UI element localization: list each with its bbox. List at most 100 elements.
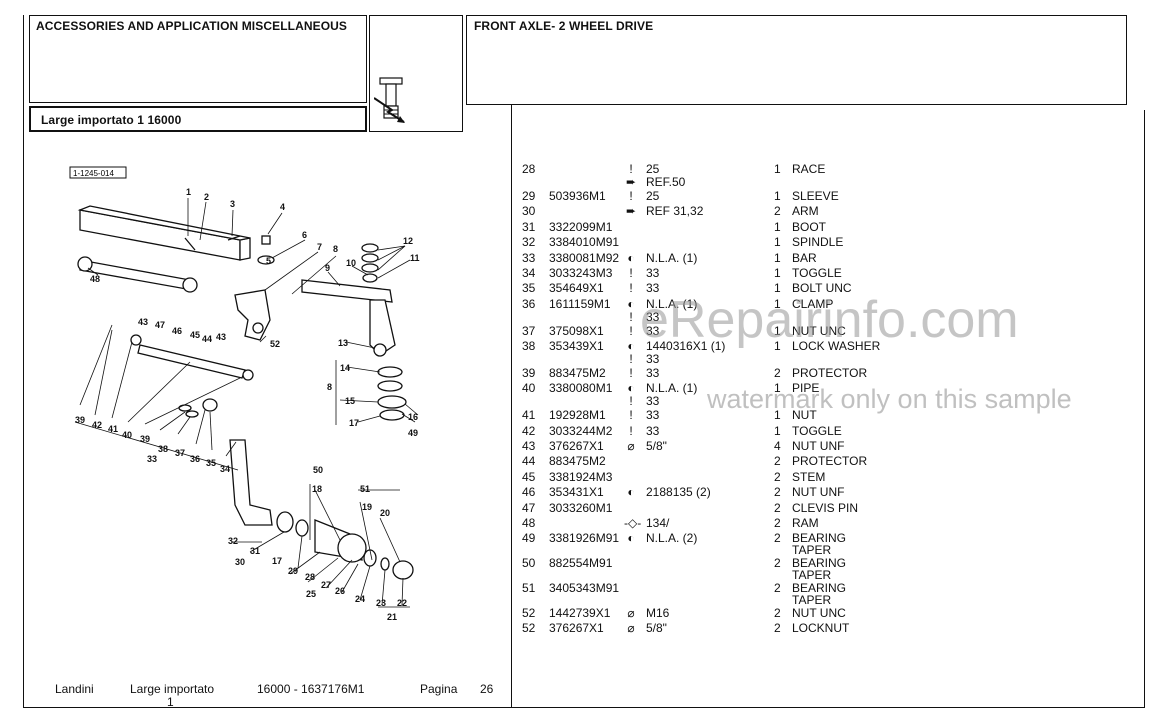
part-marker: ⌀ [627, 439, 635, 453]
part-note: 5/8" [646, 621, 667, 635]
svg-text:44: 44 [202, 334, 212, 344]
part-note: 2188135 (2) [646, 485, 711, 499]
part-number: 503936M1 [549, 189, 606, 203]
part-description: SPINDLE [792, 235, 844, 249]
svg-text:7: 7 [317, 242, 322, 252]
part-marker: ! [629, 189, 633, 203]
part-quantity: 1 [774, 339, 781, 353]
svg-text:33: 33 [147, 454, 157, 464]
part-index: 39 [522, 366, 536, 380]
part-index: 49 [522, 531, 536, 545]
part-quantity: 1 [774, 324, 781, 338]
svg-text:17: 17 [349, 418, 359, 428]
part-index: 42 [522, 424, 536, 438]
part-number: 376267X1 [549, 621, 604, 635]
part-note: 33 [646, 281, 660, 295]
svg-text:9: 9 [325, 263, 330, 273]
part-note: 5/8" [646, 439, 667, 453]
part-note: 33 [646, 394, 660, 408]
part-description: BEARING [792, 531, 847, 545]
svg-text:35: 35 [206, 458, 216, 468]
svg-text:36: 36 [190, 454, 200, 464]
svg-text:40: 40 [122, 430, 132, 440]
part-quantity: 2 [774, 366, 781, 380]
section-title: ACCESSORIES AND APPLICATION MISCELLANEOU… [36, 19, 348, 33]
svg-text:27: 27 [321, 580, 331, 590]
model-box: Large importato 1 16000 [29, 106, 367, 132]
part-quantity: 1 [774, 220, 781, 234]
svg-text:24: 24 [355, 594, 365, 604]
part-description: PIPE [792, 381, 820, 395]
part-description: CLAMP [792, 297, 834, 311]
part-marker: ! [629, 162, 633, 176]
part-marker: ! [629, 324, 633, 338]
svg-text:18: 18 [312, 484, 322, 494]
part-description: RAM [792, 516, 819, 530]
watermark-site: eRepairinfo.com [640, 291, 1019, 349]
svg-text:3: 3 [230, 199, 235, 209]
part-index: 37 [522, 324, 536, 338]
part-quantity: 1 [774, 424, 781, 438]
part-description: NUT UNF [792, 485, 845, 499]
svg-text:32: 32 [228, 536, 238, 546]
part-marker: ! [629, 266, 633, 280]
svg-text:43: 43 [138, 317, 148, 327]
svg-text:43: 43 [216, 332, 226, 342]
svg-text:1: 1 [186, 187, 191, 197]
svg-text:19: 19 [362, 502, 372, 512]
part-note: 33 [646, 424, 660, 438]
frame-left-line [23, 15, 24, 707]
part-description: BEARING [792, 556, 847, 570]
part-number: 376267X1 [549, 439, 604, 453]
part-marker: ◐ [627, 297, 635, 311]
svg-text:28: 28 [305, 572, 315, 582]
footer-brand: Landini [55, 682, 94, 696]
footer-code: 16000 - 1637176M1 [257, 682, 365, 696]
part-quantity: 2 [774, 501, 781, 515]
part-quantity: 2 [774, 606, 781, 620]
part-quantity: 2 [774, 556, 781, 570]
part-description: LOCKNUT [792, 621, 850, 635]
part-number: 3033244M2 [549, 424, 613, 438]
svg-text:41: 41 [108, 424, 118, 434]
part-note: 33 [646, 408, 660, 422]
part-index: 36 [522, 297, 536, 311]
part-index: 52 [522, 621, 536, 635]
part-marker: ! [629, 310, 633, 324]
part-number: 354649X1 [549, 281, 604, 295]
part-marker: ⌀ [627, 621, 635, 635]
part-index: 32 [522, 235, 536, 249]
part-number: 882554M91 [549, 556, 613, 570]
svg-text:26: 26 [335, 586, 345, 596]
part-number: 1611159M1 [549, 297, 611, 311]
part-index: 51 [522, 581, 536, 595]
svg-text:50: 50 [313, 465, 323, 475]
part-marker: ! [629, 424, 633, 438]
part-index: 50 [522, 556, 536, 570]
svg-text:8: 8 [333, 244, 338, 254]
part-quantity: 1 [774, 189, 781, 203]
part-quantity: 2 [774, 454, 781, 468]
part-note: 33 [646, 324, 660, 338]
part-marker: ! [629, 408, 633, 422]
part-description: NUT [792, 408, 817, 422]
part-number: 3381926M91 [549, 531, 620, 545]
part-note: 25 [646, 162, 660, 176]
part-number: 3322099M1 [549, 220, 613, 234]
svg-text:17: 17 [272, 556, 282, 566]
svg-text:20: 20 [380, 508, 390, 518]
part-index: 30 [522, 204, 536, 218]
part-marker: ◐ [627, 531, 635, 545]
part-number: 192928M1 [549, 408, 606, 422]
part-description: BAR [792, 251, 817, 265]
part-index: 44 [522, 454, 536, 468]
part-index: 29 [522, 189, 536, 203]
footer-page-label: Pagina [420, 682, 458, 696]
svg-text:13: 13 [338, 338, 348, 348]
part-description: PROTECTOR [792, 454, 868, 468]
svg-text:5: 5 [266, 256, 271, 266]
part-quantity: 2 [774, 581, 781, 595]
assembly-title: FRONT AXLE- 2 WHEEL DRIVE [474, 19, 654, 33]
svg-text:15: 15 [345, 396, 355, 406]
svg-text:37: 37 [175, 448, 185, 458]
